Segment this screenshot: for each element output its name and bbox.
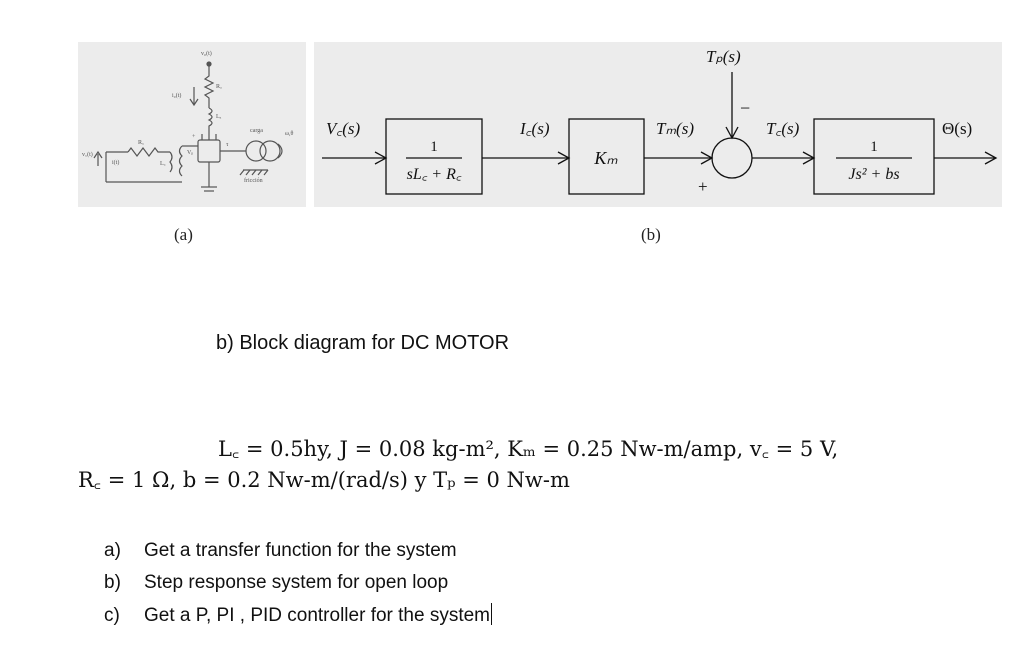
km-block: [568, 118, 645, 195]
task-letter: a): [104, 540, 121, 561]
circuit-label-plus: +: [192, 134, 196, 140]
task-letter: c): [104, 605, 120, 626]
circuit-diagram: v₀(t) i₀(t) Rₐ Lₐ R꜀ L꜀ v꜀(t) i(t) Vᵦ ca…: [82, 50, 293, 192]
output-label: Θ(s): [942, 119, 972, 138]
circuit-label-it: i(t): [112, 159, 119, 166]
circuit-panel: [78, 42, 306, 207]
circuit-label-la: Lₐ: [216, 114, 222, 120]
section-heading: b) Block diagram for DC MOTOR: [216, 332, 510, 354]
circuit-label-vt: v꜀(t): [82, 151, 93, 158]
circuit-label-load: carga: [250, 128, 263, 134]
task-letter: b): [104, 572, 121, 593]
armature-block: [385, 118, 483, 195]
task-item: a) Get a transfer function for the system: [104, 540, 457, 562]
plus-sign: +: [698, 177, 708, 196]
circuit-label-omega: ω,θ: [285, 131, 293, 137]
circuit-label-lc: L꜀: [160, 161, 166, 167]
block1-numerator: 1: [430, 139, 438, 155]
circuit-label-rc: R꜀: [138, 140, 144, 146]
caption-a: (a): [174, 225, 193, 244]
mechanical-block: [813, 118, 935, 195]
tm-label: Tₘ(s): [656, 119, 694, 138]
task-item: b) Step response system for open loop: [104, 572, 448, 594]
task-text: Step response system for open loop: [144, 572, 449, 593]
block-diagram: V꜀(s) 1 sL꜀ + R꜀ I꜀(s) Kₘ Tₘ(s) Tₚ(s) − …: [322, 47, 998, 196]
tc-label: T꜀(s): [766, 119, 800, 138]
circuit-label-friction: fricción: [244, 177, 263, 184]
tp-label: Tₚ(s): [706, 47, 741, 66]
block3-numerator: 1: [870, 139, 878, 155]
circuit-label-v0: v₀(t): [201, 50, 212, 57]
summing-junction: [711, 137, 753, 179]
minus-sign: −: [740, 98, 750, 118]
parameters-line-2: R꜀ = 1 Ω, b = 0.2 Nw-m/(rad/s) y Tₚ = 0 …: [78, 468, 570, 492]
circuit-label-i0: i₀(t): [172, 92, 181, 99]
text-cursor: [491, 603, 493, 625]
km-label: Kₘ: [593, 148, 618, 168]
block-diagram-panel: [314, 42, 1002, 207]
task-text: Get a transfer function for the system: [144, 540, 457, 561]
parameters-line-1: L꜀ = 0.5hy, J = 0.08 kg-m², Kₘ = 0.25 Nw…: [218, 437, 839, 461]
input-label: V꜀(s): [326, 119, 361, 138]
current-label: I꜀(s): [519, 119, 550, 138]
circuit-label-vb: Vᵦ: [187, 150, 193, 156]
task-text: Get a P, PI , PID controller for the sys…: [144, 605, 491, 626]
block3-denominator: Js² + bs: [848, 166, 899, 183]
task-item[interactable]: c) Get a P, PI , PID controller for the s…: [104, 603, 493, 627]
circuit-label-ra: Rₐ: [216, 84, 222, 90]
circuit-label-tau: τ: [226, 142, 229, 148]
caption-b: (b): [641, 225, 661, 244]
block1-denominator: sL꜀ + R꜀: [407, 166, 462, 183]
